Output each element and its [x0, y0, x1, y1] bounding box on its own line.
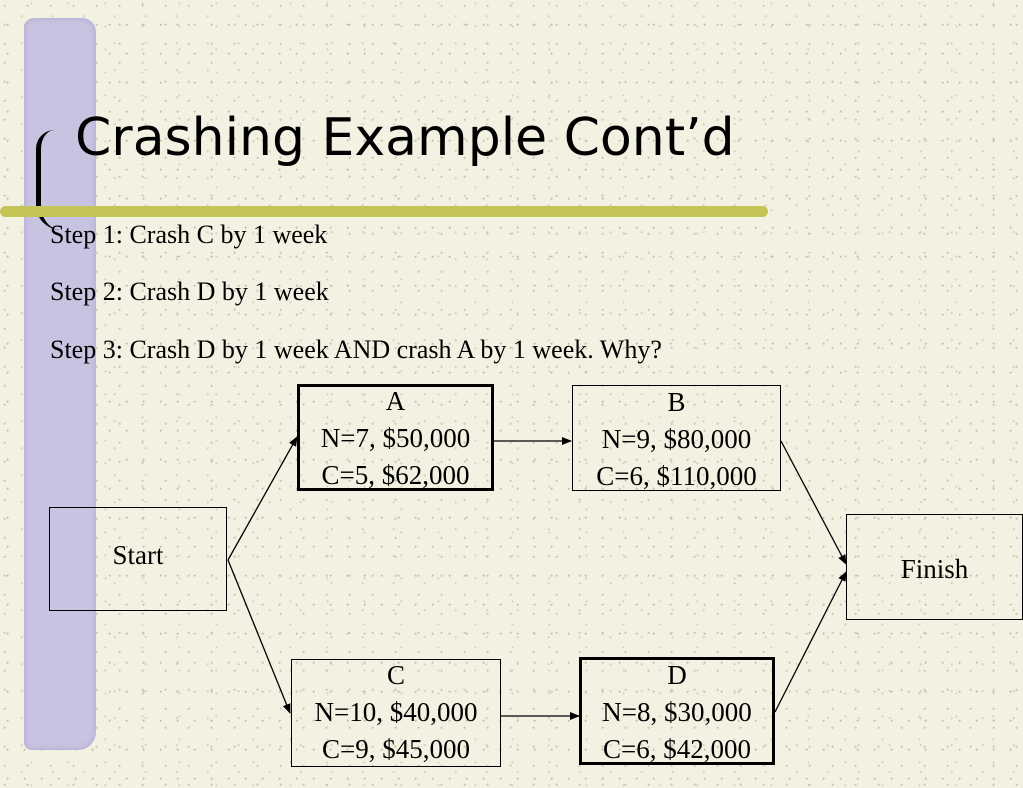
start-node-label: Start [112, 539, 164, 570]
activity-c-name: C [386, 660, 405, 690]
edge-start-c [227, 559, 291, 714]
activity-a-normal: N=7, $50,000 [320, 423, 471, 453]
edge-d-finish [774, 571, 847, 713]
title-bracket-decoration [36, 130, 61, 230]
activity-d-name: D [667, 660, 687, 690]
slide-title: Crashing Example Cont’d [75, 108, 735, 168]
start-node: Start [49, 507, 227, 611]
activity-b-name: B [667, 387, 686, 417]
title-underline-rule [0, 206, 768, 217]
activity-node-a: A N=7, $50,000 C=5, $62,000 [297, 384, 494, 491]
edge-b-finish [780, 440, 847, 565]
step-2-text: Step 2: Crash D by 1 week [50, 277, 329, 306]
activity-node-d: D N=8, $30,000 C=6, $42,000 [579, 657, 775, 765]
activity-c-crash: C=9, $45,000 [322, 734, 470, 764]
activity-d-crash: C=6, $42,000 [603, 734, 751, 764]
activity-node-c: C N=10, $40,000 C=9, $45,000 [291, 659, 501, 767]
activity-d-normal: N=8, $30,000 [602, 697, 752, 727]
edge-start-a [227, 436, 298, 561]
activity-b-normal: N=9, $80,000 [601, 424, 752, 454]
activity-a-name: A [385, 386, 406, 416]
finish-node-label: Finish [900, 553, 969, 584]
step-1-text: Step 1: Crash C by 1 week [50, 220, 328, 249]
activity-c-normal: N=10, $40,000 [314, 697, 478, 727]
finish-node: Finish [846, 514, 1023, 620]
step-3-text: Step 3: Crash D by 1 week AND crash A by… [50, 335, 662, 364]
activity-a-crash: C=5, $62,000 [321, 460, 470, 490]
activity-node-b: B N=9, $80,000 C=6, $110,000 [572, 385, 781, 491]
activity-b-crash: C=6, $110,000 [596, 461, 757, 491]
